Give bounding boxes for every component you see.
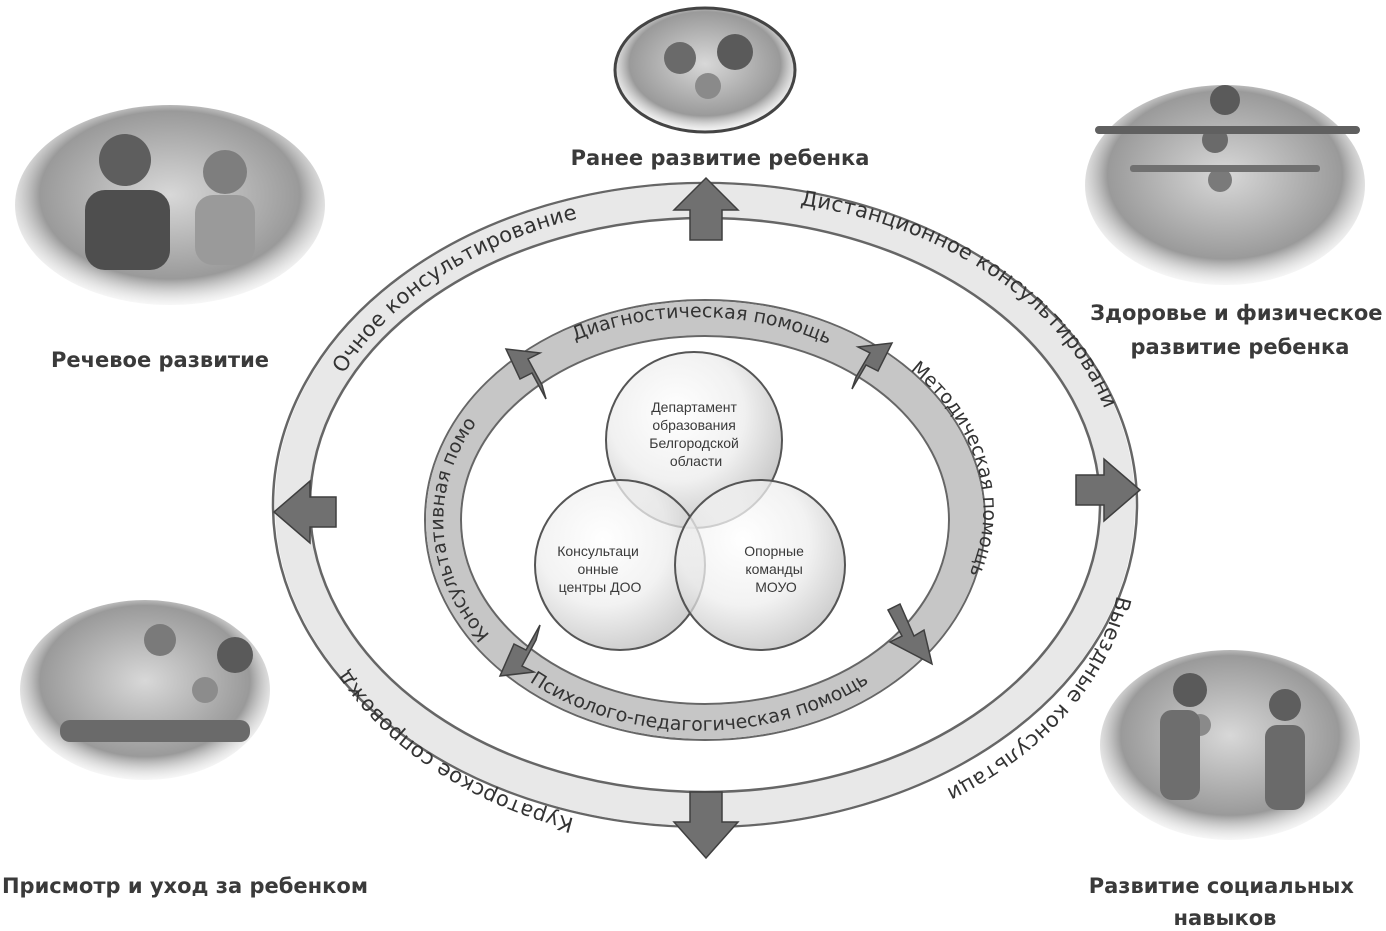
photo-bottom-left (20, 600, 270, 780)
inner-ring-band (426, 301, 984, 739)
caption-social-skills: Развитие социальных навыков (1089, 874, 1362, 930)
inner-ring-inner-edge (460, 335, 950, 705)
venn-consult-centers-label: Консультаци онные центры ДОО (557, 543, 643, 595)
inner-arrow-top-right (851, 342, 894, 390)
outer-arrows (272, 176, 1142, 860)
arrow-up (672, 176, 740, 241)
photo-right (1085, 85, 1365, 285)
photo-top (613, 6, 797, 134)
caption-care: Присмотр и уход за ребенком (2, 874, 368, 898)
arrow-right (1075, 457, 1142, 523)
arrow-down (672, 791, 740, 860)
inner-ring (424, 299, 986, 741)
inner-arrow-bottom-right (886, 602, 934, 666)
caption-early-development: Ранее развитие ребенка (571, 146, 870, 170)
inner-arrows (498, 342, 934, 677)
caption-health-physical: Здоровье и физическое развитие ребенка (1090, 301, 1386, 359)
inner-arrow-top-left (504, 348, 547, 400)
inner-arrow-bottom-left (498, 624, 541, 677)
caption-speech-development: Речевое развитие (51, 348, 269, 372)
venn-support-teams-label: Опорные команды МОУО (744, 543, 808, 595)
photo-bottom-right (1100, 650, 1360, 840)
photo-left (15, 105, 325, 305)
arrow-left (272, 479, 337, 545)
venn-diagram (534, 351, 846, 651)
venn-circle-support-teams (674, 479, 846, 651)
venn-department-label: Департамент образования Белгородской обл… (649, 399, 742, 469)
inner-label-consultative: Консультативная помощь (0, 0, 494, 646)
